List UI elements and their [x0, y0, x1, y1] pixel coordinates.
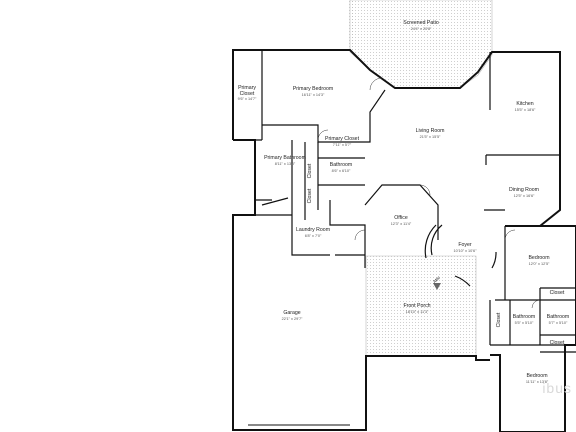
front-porch-area [365, 255, 477, 357]
exterior-walls [232, 49, 576, 432]
attic-arrow-icon [433, 283, 441, 290]
foyer-curve [424, 224, 497, 287]
door-swings [317, 77, 541, 309]
watermark: ibus [542, 380, 572, 396]
screened-patio-area [349, 0, 493, 89]
patio-screen-strip [348, 0, 354, 52]
